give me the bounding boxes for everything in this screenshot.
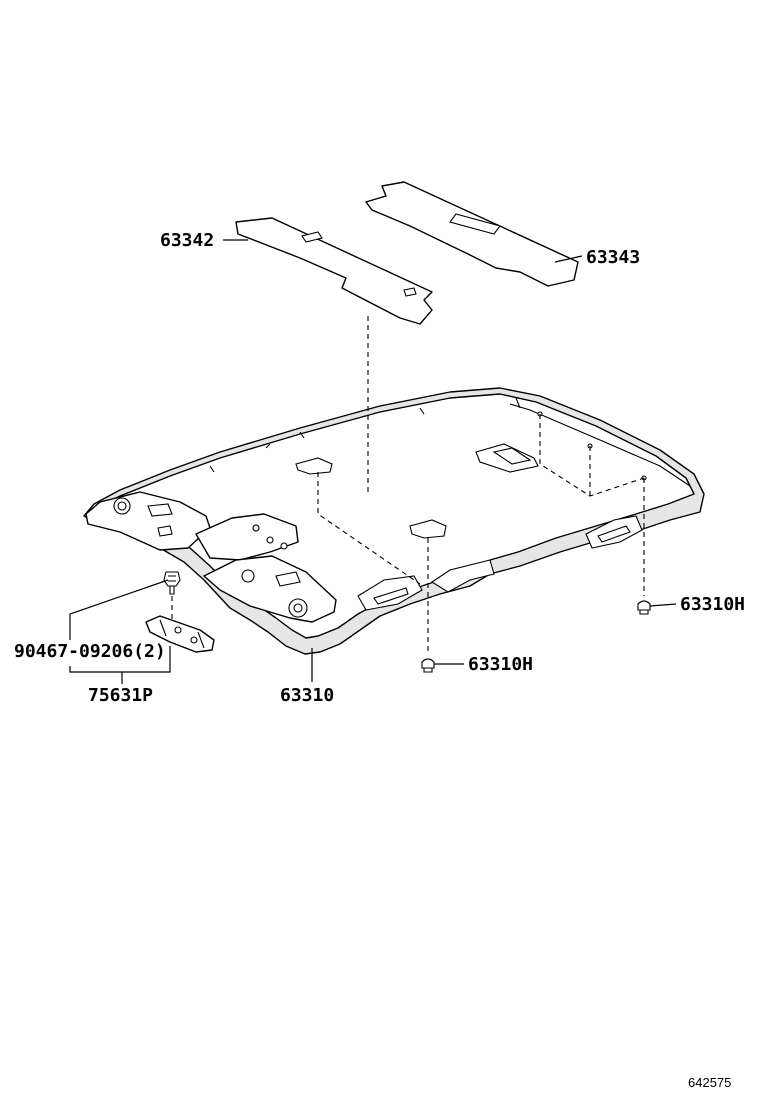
- callout-63310h-center: 63310H: [468, 654, 533, 675]
- assist-grip-bracket: [145, 615, 215, 653]
- callout-leaders: [69, 239, 677, 684]
- callout-75631p: 75631P: [88, 685, 153, 706]
- callout-63343: 63343: [586, 247, 640, 268]
- callout-63342: 63342: [160, 230, 214, 251]
- callout-63310h-right: 63310H: [680, 594, 745, 615]
- clip-screw: [163, 571, 181, 595]
- clip-center: [421, 658, 435, 673]
- front-headlining-pad: [235, 217, 433, 325]
- callout-63310: 63310: [280, 685, 334, 706]
- catalog-number: 642575: [688, 1075, 731, 1090]
- callout-90467-09206: 90467-09206(2): [14, 641, 166, 662]
- clip-right: [637, 600, 651, 615]
- rear-headlining-pad: [365, 181, 579, 287]
- headlining-body: [83, 387, 705, 655]
